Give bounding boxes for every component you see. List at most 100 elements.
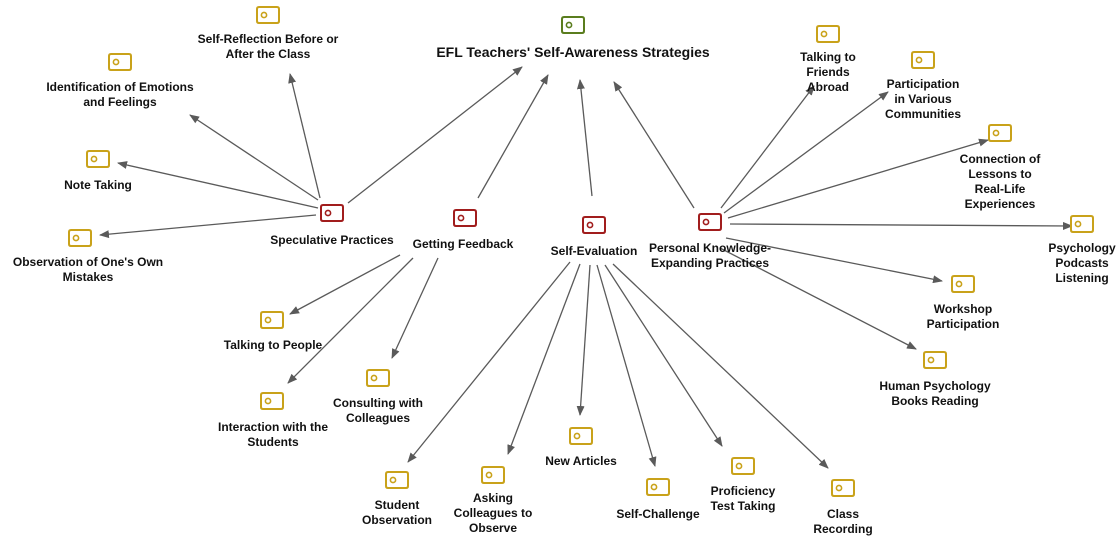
category-code-tag-icon [320,204,344,222]
node-label-podcasts-line-1: Psychology [1048,241,1116,255]
leaf-code-tag-icon [260,392,284,410]
edge-feedback-to-root [477,74,549,199]
leaf-code-tag-icon [569,427,593,445]
node-label-askingcolleagues-line-1: Asking [473,491,513,505]
nodes-layer: EFL Teachers' Self-Awareness StrategiesS… [13,6,1116,536]
node-label-selfeval-line-1: Self-Evaluation [551,244,638,258]
edge-feedback-to-talkpeople [289,254,401,315]
node-root[interactable]: EFL Teachers' Self-Awareness Strategies [436,16,710,60]
edge-personal-to-workshop [725,237,943,284]
leaf-code-tag-icon [923,351,947,369]
node-label-speculative-line-1: Speculative Practices [270,233,394,247]
node-selfeval[interactable]: Self-Evaluation [551,216,638,258]
node-label-podcasts-line-3: Listening [1055,271,1108,285]
leaf-code-tag-icon [988,124,1012,142]
leaf-code-tag-icon [68,229,92,247]
node-label-books-line-1: Human Psychology [879,379,991,393]
node-label-connection-line-3: Real-Life [975,182,1026,196]
node-label-classrecording-line-2: Recording [813,522,872,536]
node-label-interaction-line-1: Interaction with the [218,420,328,434]
node-label-feedback-line-1: Getting Feedback [413,237,514,251]
edges-layer [99,66,1073,469]
node-label-emotions-line-1: Identification of Emotions [46,80,194,94]
node-selfchallenge[interactable]: Self-Challenge [616,478,700,521]
edge-speculative-to-emotions [189,114,319,201]
leaf-code-tag-icon [260,311,284,329]
node-talkpeople[interactable]: Talking to People [224,311,323,352]
leaf-code-tag-icon [646,478,670,496]
edge-personal-to-root [613,81,695,209]
node-label-studentobs-line-1: Student [375,498,420,512]
node-label-selfreflection-line-1: Self-Reflection Before or [198,32,339,46]
leaf-code-tag-icon [481,466,505,484]
edge-selfeval-to-classrecording [612,263,829,469]
leaf-code-tag-icon [256,6,280,24]
leaf-code-tag-icon [816,25,840,43]
edge-personal-to-connection [727,138,989,219]
edge-personal-to-communities [723,91,889,214]
leaf-code-tag-icon [831,479,855,497]
leaf-code-tag-icon [731,457,755,475]
leaf-code-tag-icon [366,369,390,387]
leaf-code-tag-icon [385,471,409,489]
node-label-root-line-1: EFL Teachers' Self-Awareness Strategies [436,44,710,60]
leaf-code-tag-icon [108,53,132,71]
edge-selfeval-to-newarticles [576,264,591,416]
edge-selfeval-to-proficiency [604,264,723,447]
node-label-communities-line-3: Communities [885,107,961,121]
edge-personal-to-podcasts [729,221,1073,230]
node-label-connection-line-2: Lessons to [968,167,1031,181]
edge-selfeval-to-studentobs [407,261,571,463]
node-label-friendsabroad-line-1: Talking to [800,50,856,64]
node-label-askingcolleagues-line-2: Colleagues to [454,506,533,520]
node-label-friendsabroad-line-3: Abroad [807,80,849,94]
node-newarticles[interactable]: New Articles [545,427,617,468]
edge-selfeval-to-selfchallenge [596,264,657,467]
node-label-mistakes-line-1: Observation of One's Own [13,255,163,269]
edge-selfeval-to-root [576,79,593,197]
node-personal[interactable]: Personal Knowledge-Expanding Practices [649,213,771,270]
node-label-proficiency-line-2: Test Taking [711,499,776,513]
node-label-selfchallenge-line-1: Self-Challenge [616,507,700,521]
node-feedback[interactable]: Getting Feedback [413,209,514,251]
node-label-classrecording-line-1: Class [827,507,859,521]
node-label-mistakes-line-2: Mistakes [63,270,114,284]
node-label-communities-line-1: Participation [887,77,960,91]
node-label-studentobs-line-2: Observation [362,513,432,527]
node-label-communities-line-2: in Various [894,92,952,106]
node-label-consulting-line-1: Consulting with [333,396,423,410]
node-label-consulting-line-2: Colleagues [346,411,410,425]
node-label-podcasts-line-2: Podcasts [1055,256,1109,270]
node-label-workshop-line-2: Participation [927,317,1000,331]
node-label-askingcolleagues-line-3: Observe [469,521,517,535]
node-label-books-line-2: Books Reading [891,394,978,408]
root-code-tag-icon [561,16,585,34]
leaf-code-tag-icon [911,51,935,69]
leaf-code-tag-icon [951,275,975,293]
edge-feedback-to-consulting [391,257,439,359]
node-notetaking[interactable]: Note Taking [64,150,132,192]
edge-speculative-to-mistakes [99,214,317,239]
edge-personal-to-books [719,247,917,350]
node-label-notetaking-line-1: Note Taking [64,178,132,192]
edge-feedback-to-interaction [287,257,414,384]
node-speculative[interactable]: Speculative Practices [270,204,394,247]
edge-selfeval-to-askingcolleagues [507,263,581,455]
category-code-tag-icon [698,213,722,231]
